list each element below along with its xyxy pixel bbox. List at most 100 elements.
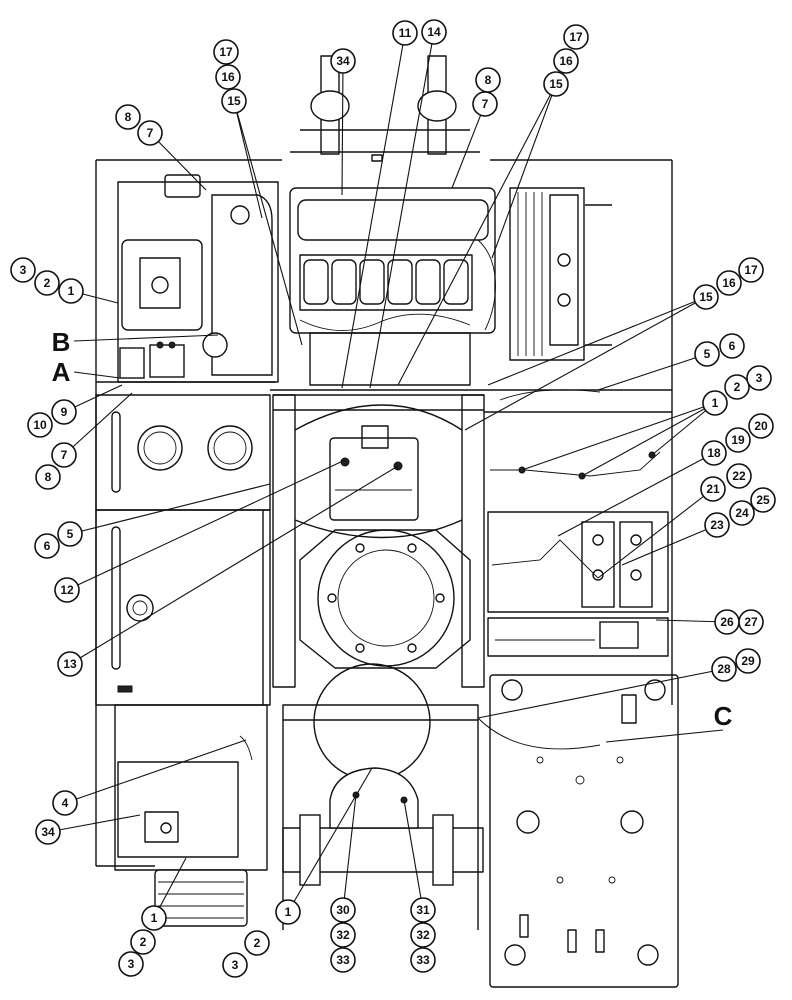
callout-6: 6	[719, 333, 745, 359]
callout-label: 27	[744, 615, 758, 629]
callout-label: 34	[336, 54, 350, 68]
right-wiring-area	[270, 389, 672, 480]
callout-32: 32	[330, 922, 356, 948]
callout-16: 16	[716, 270, 742, 296]
callout-label: 32	[416, 928, 430, 942]
callout-2: 2	[130, 929, 156, 955]
callout-label: 30	[336, 903, 350, 917]
callout-3: 3	[118, 951, 144, 977]
callout-label: 10	[33, 418, 47, 432]
callout-17: 17	[213, 39, 239, 65]
callout-label: 2	[44, 276, 51, 290]
callout-label: 22	[732, 469, 746, 483]
callout-label: 3	[756, 371, 763, 385]
callout-label: 12	[60, 583, 74, 597]
view-letters: B A C	[52, 327, 733, 731]
callout-34: 34	[330, 48, 356, 74]
callout-1: 1	[702, 390, 728, 416]
callout-4: 4	[52, 790, 78, 816]
callout-label: 24	[735, 506, 749, 520]
callout-15: 15	[221, 88, 247, 114]
callout-9: 9	[51, 399, 77, 425]
callout-label: 28	[717, 662, 731, 676]
callout-label: 16	[722, 276, 736, 290]
callout-6: 6	[34, 533, 60, 559]
callout-label: 31	[416, 903, 430, 917]
callout-28: 28	[711, 656, 737, 682]
left-fuel-tank	[95, 509, 271, 706]
callout-label: 15	[227, 94, 241, 108]
rear-axle	[282, 704, 601, 930]
callout-1: 1	[141, 905, 167, 931]
callout-label: 16	[559, 54, 573, 68]
callout-label: 18	[707, 446, 721, 460]
callout-label: 19	[731, 433, 745, 447]
callout-7: 7	[51, 442, 77, 468]
callout-22: 22	[726, 463, 752, 489]
callout-30: 30	[330, 897, 356, 923]
callout-33: 33	[410, 947, 436, 973]
flywheel-housing	[299, 529, 471, 781]
view-letter-b: B	[52, 327, 71, 357]
view-letter-a: A	[52, 357, 71, 387]
callout-24: 24	[729, 500, 755, 526]
machine-drawing	[95, 55, 679, 988]
callout-18: 18	[701, 440, 727, 466]
left-upper-compartment	[95, 159, 282, 866]
left-hydraulic-tank	[95, 394, 271, 511]
left-battery-compartment	[96, 704, 268, 927]
callout-20: 20	[748, 413, 774, 439]
callout-16: 16	[215, 64, 241, 90]
callout-5: 5	[694, 341, 720, 367]
callout-2: 2	[34, 270, 60, 296]
callout-label: 23	[710, 518, 724, 532]
engine-block	[289, 187, 496, 386]
lift-cylinders	[290, 55, 480, 162]
callout-23: 23	[704, 512, 730, 538]
callout-19: 19	[725, 427, 751, 453]
callout-label: 2	[734, 380, 741, 394]
callout-label: 8	[125, 110, 132, 124]
callout-17: 17	[738, 257, 764, 283]
callout-label: 26	[720, 615, 734, 629]
callout-7: 7	[137, 120, 163, 146]
callout-13: 13	[57, 651, 83, 677]
right-battery-area	[487, 511, 669, 657]
callout-label: 2	[254, 936, 261, 950]
callout-label: 25	[756, 493, 770, 507]
callout-27: 27	[738, 609, 764, 635]
callout-label: 29	[741, 654, 755, 668]
callout-2: 2	[724, 374, 750, 400]
callout-label: 7	[61, 448, 68, 462]
callout-label: 1	[151, 911, 158, 925]
callout-label: 34	[41, 825, 55, 839]
callout-label: 3	[232, 958, 239, 972]
callout-label: 3	[20, 263, 27, 277]
callouts: 17 16 15 34 11 14 17 16 15 8 7 8 7 3 2 1…	[10, 19, 776, 978]
callout-8: 8	[115, 104, 141, 130]
callout-33: 33	[330, 947, 356, 973]
callout-12: 12	[54, 577, 80, 603]
callout-label: 1	[68, 284, 75, 298]
callout-label: 6	[44, 539, 51, 553]
callout-label: 33	[416, 953, 430, 967]
callout-15: 15	[543, 71, 569, 97]
callout-label: 33	[336, 953, 350, 967]
callout-label: 21	[706, 482, 720, 496]
callout-32: 32	[410, 922, 436, 948]
callout-label: 1	[285, 905, 292, 919]
callout-17: 17	[563, 24, 589, 50]
callout-label: 5	[704, 347, 711, 361]
callout-label: 9	[61, 405, 68, 419]
callout-label: 5	[67, 527, 74, 541]
callout-8: 8	[35, 464, 61, 490]
callout-3: 3	[746, 365, 772, 391]
radiator	[490, 159, 673, 705]
callout-label: 15	[549, 77, 563, 91]
callout-label: 1	[712, 396, 719, 410]
callout-label: 7	[482, 97, 489, 111]
callout-3: 3	[10, 257, 36, 283]
callout-15: 15	[693, 284, 719, 310]
callout-label: 14	[427, 25, 441, 39]
